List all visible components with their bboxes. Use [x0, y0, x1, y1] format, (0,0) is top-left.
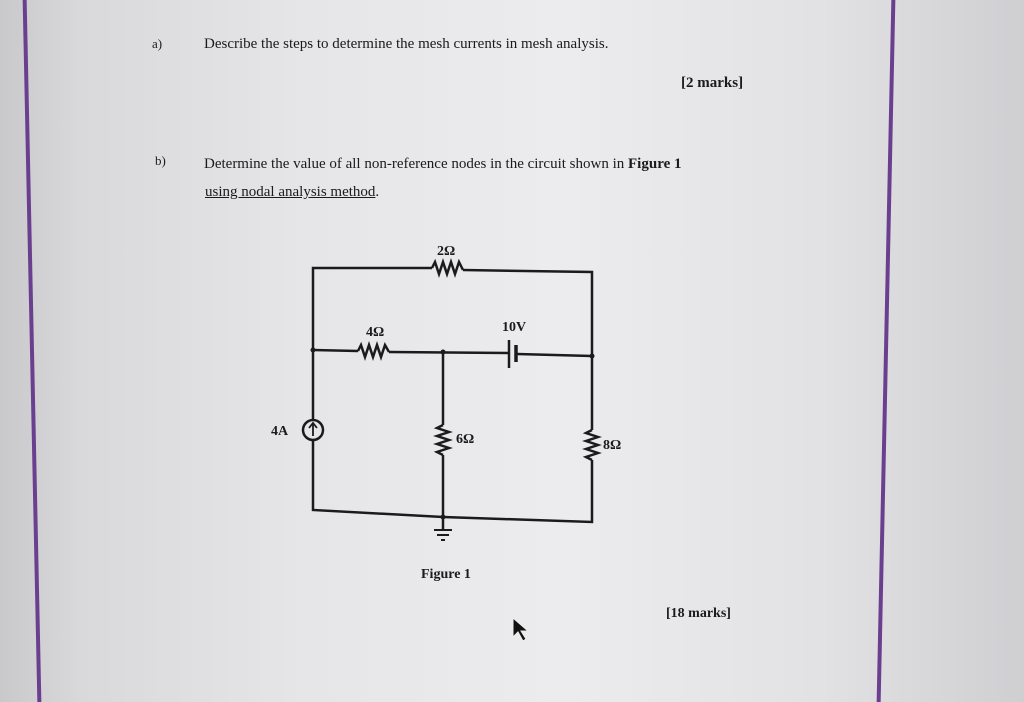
- wire-right-bottom: [311, 440, 594, 524]
- wire-mid-center: [388, 350, 509, 355]
- question-b-line2: using nodal analysis method.: [205, 184, 379, 201]
- mouse-pointer-icon: [512, 617, 530, 642]
- wire-top-left: [311, 266, 432, 420]
- resistor-8ohm: [582, 428, 602, 462]
- question-a-label: a): [152, 36, 163, 51]
- question-a-marks: [2 marks]: [681, 75, 744, 91]
- label-8ohm: 8Ω: [603, 438, 621, 453]
- current-arrow-head: [308, 421, 318, 429]
- node-center: [440, 349, 446, 355]
- wire-top-right: [462, 268, 594, 430]
- label-6ohm: 6Ω: [456, 432, 474, 447]
- wire-mid-left: [312, 348, 359, 353]
- resistor-6ohm: [433, 423, 453, 457]
- resistor-4ohm: [356, 341, 391, 361]
- node-right: [589, 353, 595, 359]
- resistor-2ohm: [430, 258, 465, 278]
- wire-mid-right: [516, 352, 593, 358]
- question-b-text: Determine the value of all non-reference…: [204, 156, 681, 173]
- line2-period: .: [375, 184, 380, 200]
- question-b-line1: Determine the value of all non-reference…: [204, 156, 625, 172]
- current-source-4a: [301, 418, 325, 442]
- label-4ohm: 4Ω: [366, 325, 384, 340]
- figure-caption: Figure 1: [421, 567, 471, 582]
- node-left: [310, 347, 316, 353]
- question-b-marks: [18 marks]: [666, 606, 731, 621]
- node-ground: [440, 514, 446, 520]
- question-a-text: Describe the steps to determine the mesh…: [204, 36, 609, 52]
- question-b-label: b): [155, 153, 166, 168]
- label-10v: 10V: [502, 320, 526, 335]
- nodal-analysis-method-underlined: using nodal analysis method: [205, 184, 376, 200]
- label-2ohm: 2Ω: [437, 244, 455, 259]
- figure-reference: Figure 1: [628, 156, 682, 172]
- label-4a: 4A: [271, 424, 289, 439]
